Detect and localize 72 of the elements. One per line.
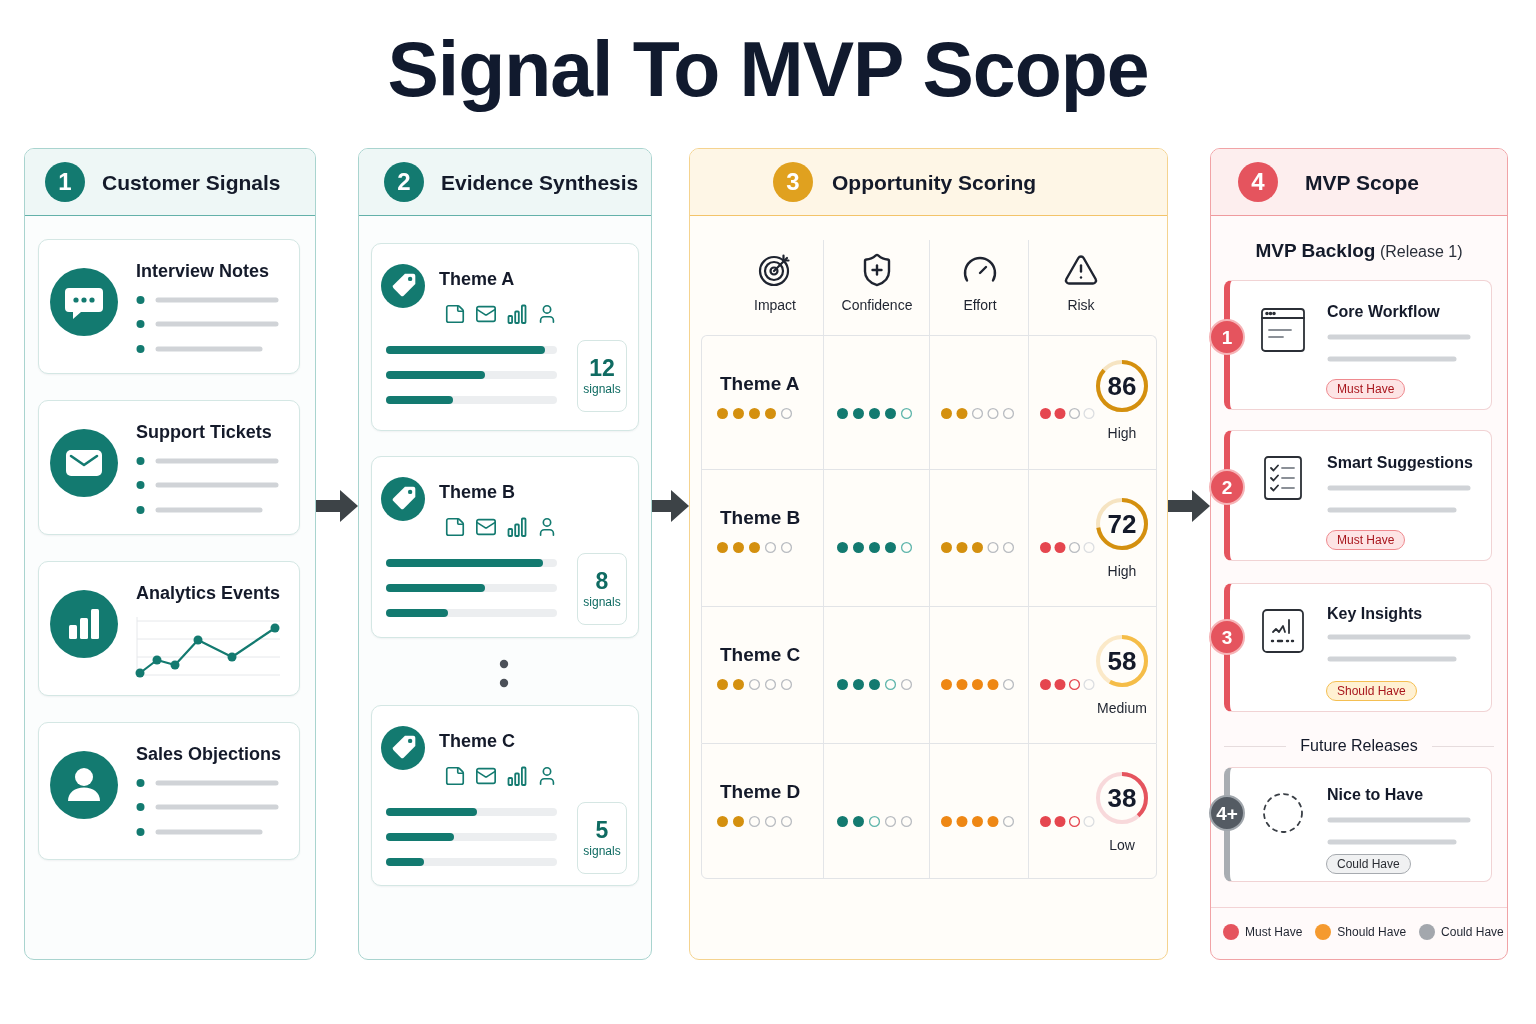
score-value: 38: [1107, 783, 1137, 813]
score-row: [701, 743, 1157, 879]
score-level: Low: [1109, 836, 1135, 854]
column-label: Confidence: [841, 296, 913, 314]
signal-unit: signals: [583, 594, 621, 610]
signal-count: 12: [589, 355, 615, 381]
section-heading: Future Releases: [1300, 736, 1418, 756]
source-card: [38, 239, 300, 374]
score-value: 86: [1107, 371, 1137, 401]
stage-panel: [689, 148, 1168, 960]
card-title: Interview Notes: [136, 260, 270, 282]
score-level: High: [1107, 562, 1137, 580]
card-title: Theme C: [439, 730, 516, 752]
score-value: 72: [1107, 509, 1137, 539]
card-title: Core Workflow: [1327, 302, 1440, 322]
step-number: 4+: [1209, 795, 1245, 831]
panel-title: Opportunity Scoring: [832, 170, 1037, 196]
stage-panel: [358, 148, 652, 960]
priority-tag: Could Have: [1326, 854, 1411, 874]
signal-unit: signals: [583, 381, 621, 397]
arrow: [316, 490, 358, 522]
priority-tag: Must Have: [1326, 379, 1406, 399]
card-title: Support Tickets: [136, 421, 272, 443]
arrow: [652, 490, 689, 522]
arrow: [1168, 490, 1210, 522]
column-label: Risk: [1067, 296, 1095, 314]
card-title: Key Insights: [1327, 604, 1423, 624]
legend-label: Should Have: [1337, 924, 1407, 940]
step-number: 3: [773, 162, 813, 202]
step-number: 2: [384, 162, 424, 202]
panel-title: Evidence Synthesis: [441, 170, 639, 196]
theme-card: [371, 705, 639, 886]
legend-label: Could Have: [1441, 924, 1504, 940]
step-number: 2: [1209, 469, 1245, 505]
stage-panel: [24, 148, 316, 960]
signal-unit: signals: [583, 843, 621, 859]
theme-card: [371, 456, 639, 638]
card-title: Sales Objections: [136, 743, 282, 765]
card-title: Smart Suggestions: [1327, 453, 1473, 473]
theme-label: Theme C: [720, 644, 801, 666]
score-row: [701, 606, 1157, 743]
step-number: 3: [1209, 619, 1245, 655]
step-number: 4: [1238, 162, 1278, 202]
signal-count: 8: [595, 568, 609, 594]
column-label: Impact: [754, 296, 796, 314]
score-value: 58: [1107, 646, 1137, 676]
stage-panel: [1210, 148, 1508, 960]
step-number: 1: [1209, 319, 1245, 355]
priority-tag: Must Have: [1326, 530, 1406, 550]
score-row: [701, 335, 1157, 469]
score-level: High: [1107, 424, 1137, 442]
panel-title: Customer Signals: [102, 170, 281, 196]
step-number: 1: [45, 162, 85, 202]
panel-title: MVP Scope: [1305, 170, 1419, 196]
source-card: [38, 561, 300, 696]
card-title: Analytics Events: [136, 582, 281, 604]
signal-count: 5: [595, 817, 609, 843]
theme-label: Theme A: [720, 373, 800, 395]
theme-label: Theme D: [720, 781, 801, 803]
card-title: Theme B: [439, 481, 516, 503]
priority-tag: Should Have: [1326, 681, 1417, 701]
theme-card: [371, 243, 639, 431]
column-label: Effort: [963, 296, 997, 314]
card-title: Nice to Have: [1327, 785, 1424, 805]
source-card: [38, 400, 300, 535]
score-level: Medium: [1097, 699, 1147, 717]
score-row: [701, 469, 1157, 606]
card-title: Theme A: [439, 268, 515, 290]
theme-label: Theme B: [720, 507, 801, 529]
legend-label: Must Have: [1245, 924, 1303, 940]
section-heading: MVP Backlog (Release 1): [1255, 239, 1463, 263]
source-card: [38, 722, 300, 860]
